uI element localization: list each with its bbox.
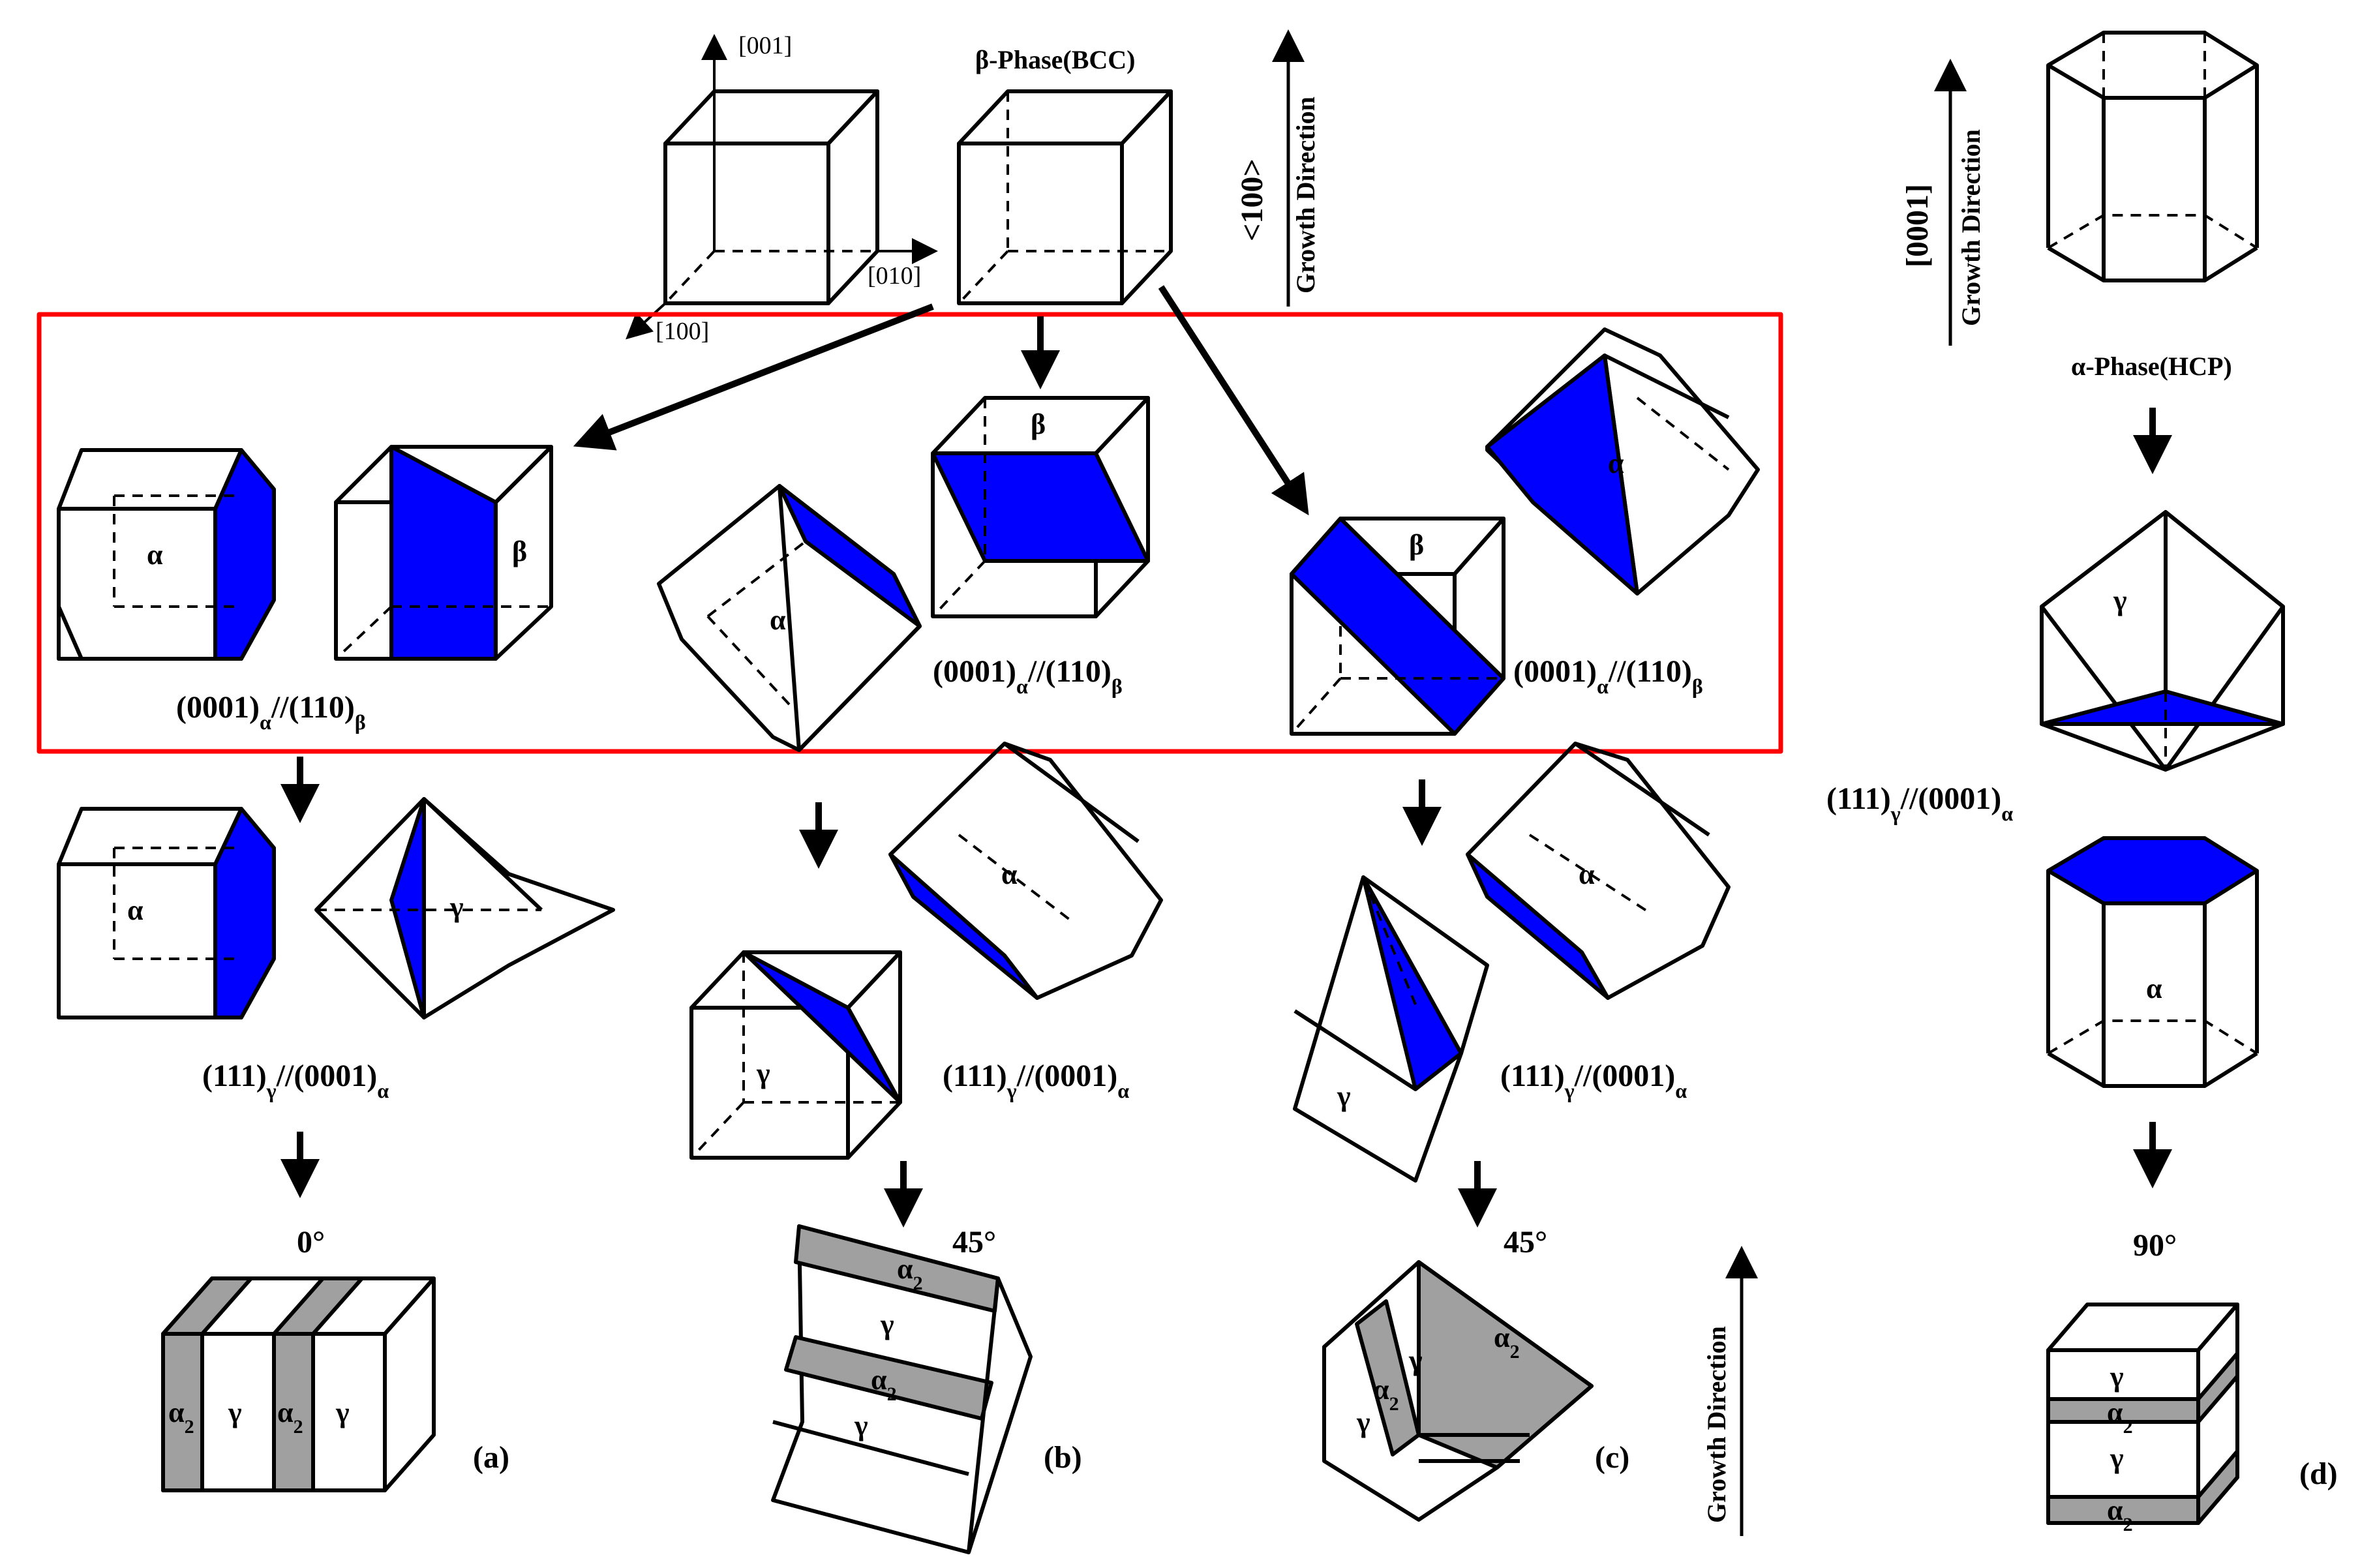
label-alpha2-b1: α2	[897, 1253, 923, 1294]
label-gamma-a1: γ	[228, 1396, 242, 1428]
axis-x-arrow	[626, 302, 667, 340]
label-beta-b: β	[1031, 408, 1046, 440]
relation-gamma-alpha-a: (111)γ//(0001)α	[202, 1059, 389, 1102]
label-beta-c: β	[1409, 529, 1424, 561]
growth-dir-100: <100>	[1235, 158, 1269, 241]
label-beta-a: β	[512, 535, 527, 567]
label-gamma-d2: γ	[2110, 1442, 2124, 1474]
growth-dir-label-hcp: Growth Direction	[1956, 129, 1986, 326]
label-alpha-a: α	[147, 539, 163, 571]
axis-x-label: [100]	[656, 318, 709, 345]
lamellar-block-b	[771, 1224, 1033, 1554]
panel-label-d: (d)	[2299, 1456, 2338, 1491]
beta-phase-title: β-Phase(BCC)	[975, 45, 1136, 74]
alpha-hex-prism-b	[657, 484, 922, 752]
axis-z-label: [001]	[738, 32, 792, 59]
alpha-hcp-prism-d2	[2046, 836, 2259, 1088]
panel-label-a: (a)	[473, 1440, 509, 1475]
gamma-cube-b	[689, 950, 902, 1160]
angle-a: 0°	[297, 1225, 325, 1259]
alpha-hcp-prism	[2046, 31, 2259, 282]
alpha-hex-prism-c	[1485, 327, 1760, 596]
label-gamma-d: γ	[2113, 584, 2127, 616]
label-alpha-c2: α	[1579, 858, 1595, 890]
axis-y-label: [010]	[868, 262, 921, 290]
angle-c: 45°	[1504, 1225, 1547, 1259]
beta-bcc-cube	[957, 89, 1173, 305]
label-gamma-b3: γ	[854, 1410, 868, 1441]
relation-alpha-beta-a: (0001)α//(110)β	[176, 690, 366, 734]
label-alpha2-a2: α2	[277, 1396, 303, 1438]
label-alpha-b: α	[770, 604, 786, 636]
gamma-prism-c	[1293, 875, 1489, 1183]
label-gamma-c2: γ	[1337, 1080, 1351, 1112]
growth-dir-label-top: Growth Direction	[1291, 97, 1320, 294]
label-gamma-a3: γ	[335, 1396, 350, 1428]
label-alpha2-a1: α2	[168, 1396, 194, 1438]
lamellar-block-d	[2046, 1303, 2239, 1525]
angle-d: 90°	[2133, 1228, 2177, 1263]
lamellar-block-c	[1322, 1260, 1594, 1522]
reference-cube	[663, 89, 879, 305]
gamma-octa-d	[2040, 510, 2285, 772]
growth-dir-label-bottom: Growth Direction	[1702, 1326, 1731, 1523]
panel-label-b: (b)	[1044, 1440, 1082, 1475]
relation-alpha-beta-c: (0001)α//(110)β	[1513, 654, 1703, 698]
label-alpha2-c2: α2	[1373, 1374, 1399, 1415]
relation-gamma-alpha-c: (111)γ//(0001)α	[1500, 1059, 1687, 1102]
gamma-octa-a	[314, 797, 615, 1019]
label-gamma-d1: γ	[2110, 1361, 2124, 1393]
alpha-hex-prism-a	[57, 448, 276, 661]
growth-dir-0001: [0001]	[1900, 184, 1935, 267]
arrow-to-variant-c	[1158, 285, 1309, 516]
alpha-hex-prism-c2	[1466, 742, 1731, 1000]
label-alpha2-d2: α2	[2107, 1494, 2133, 1535]
label-alpha2-b2: α2	[871, 1364, 897, 1405]
label-alpha2-c1: α2	[1494, 1321, 1520, 1363]
beta-cube-b	[931, 396, 1150, 618]
alpha-hex-prism-a2	[57, 807, 276, 1019]
panel-label-c: (c)	[1595, 1440, 1629, 1475]
label-gamma-b2: γ	[756, 1057, 770, 1089]
label-gamma-c1: γ	[1408, 1344, 1423, 1376]
angle-b: 45°	[952, 1225, 996, 1259]
label-gamma-c3: γ	[1356, 1406, 1370, 1438]
arrow-to-variant-a	[573, 303, 934, 451]
label-alpha-d: α	[2146, 972, 2162, 1004]
label-alpha-a2: α	[127, 894, 144, 926]
label-alpha2-d1: α2	[2107, 1396, 2133, 1438]
label-gamma-a2: γ	[449, 891, 464, 923]
lamellar-block-a	[161, 1276, 436, 1492]
relation-gamma-alpha-d: (111)γ//(0001)α	[1826, 781, 2013, 825]
alpha-phase-title: α-Phase(HCP)	[2071, 352, 2232, 381]
label-alpha-c: α	[1608, 447, 1624, 479]
relation-alpha-beta-b: (0001)α//(110)β	[933, 654, 1123, 698]
beta-cube-c	[1290, 517, 1505, 736]
beta-cube-a	[334, 445, 553, 661]
relation-gamma-alpha-b: (111)γ//(0001)α	[943, 1059, 1129, 1102]
alpha-hex-prism-b2	[888, 742, 1163, 1000]
label-gamma-b1: γ	[880, 1308, 894, 1340]
label-alpha-b2: α	[1001, 858, 1018, 890]
